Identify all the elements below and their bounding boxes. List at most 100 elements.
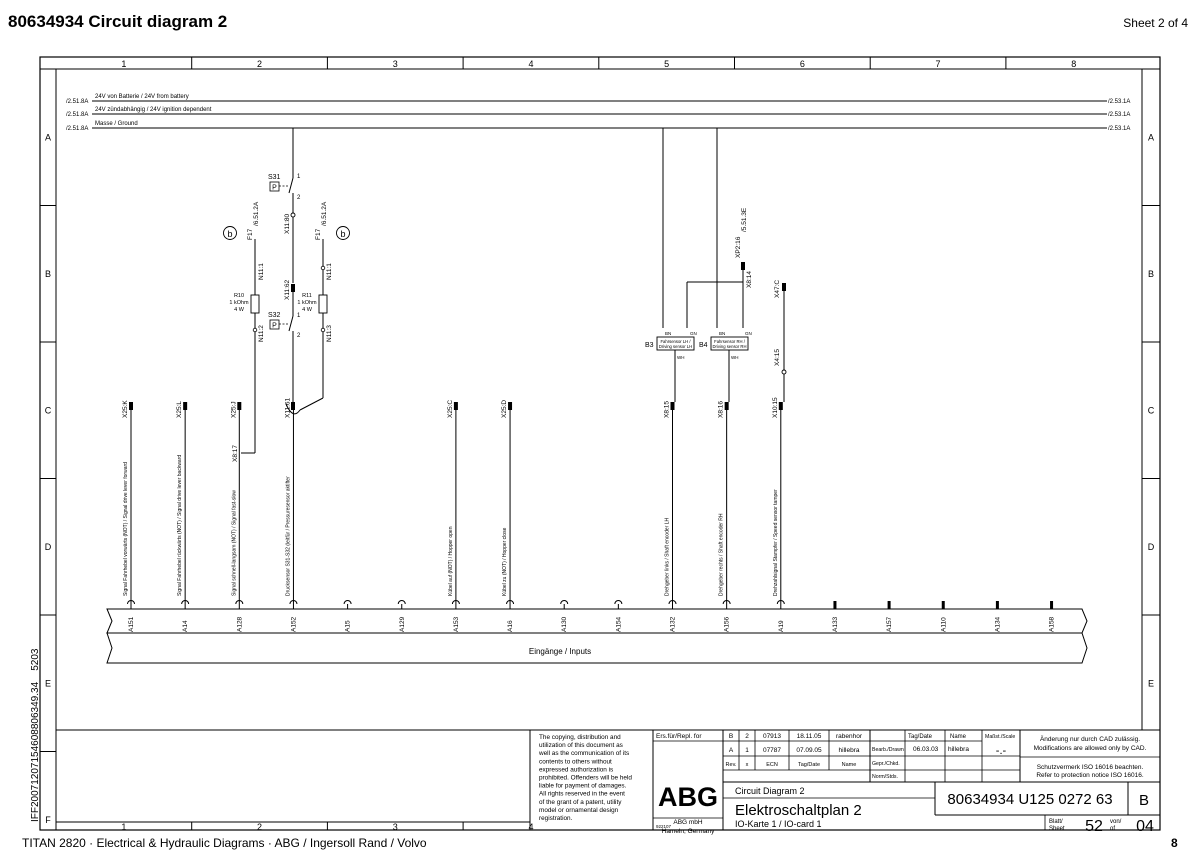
rail-ref-right: /2.53.1A [1108,99,1130,105]
row-label-right-E: E [1148,678,1154,688]
n11-3-terminal [320,327,326,333]
revision-cell: B [729,733,733,740]
signal-connector-label: X25:L [176,401,183,418]
signal-description: Signal Fahrhebel rückwärts (NOT) / Signa… [177,455,183,596]
shaft-encoders: X8:14 XP2:16 /5.51.3E BN GN Fahrsensor L… [645,207,753,402]
b4-wh: WH [731,355,739,360]
copyright-line: contents to others without [539,758,612,765]
signal-connector-plug [183,402,188,410]
copyright-line: model or ornamental design [539,807,619,814]
signal-connector-plug [237,402,242,410]
tb-blatt: Blatt/ [1049,819,1063,825]
row-label-right-A: A [1148,132,1154,142]
x47c-label: X47:C [774,280,781,298]
sheet-indicator: Sheet 2 of 4 [1123,16,1188,30]
tb-gepr: Gepr./Chkd. [872,761,900,767]
column-ticks [40,57,1160,830]
n11-1b-label: N11:1 [326,263,333,280]
signal-description: Drehgeber links / Shaft encoder LH [665,518,671,596]
tb-name-h: Name [950,734,967,740]
b3-name: B3 [645,342,654,349]
inner-frame [55,68,1143,731]
spare-pin [941,601,945,609]
title-block-frame [529,729,1161,831]
s31-pin2: 2 [297,195,301,201]
x1180-label: X11:80 [284,213,291,234]
s32-p-box [269,319,280,330]
spare-pin-arc [343,600,352,605]
b3-label1: Fahrsensor LH / [660,339,691,344]
terminal-label: A129 [399,616,406,632]
tb-title-en: Circuit Diagram 2 [735,786,805,796]
revision-cell: Name [842,762,857,768]
title-block: The copying, distribution andutilization… [529,729,1161,835]
signal-connector-plug [453,402,458,410]
terminal-label: A110 [940,617,947,632]
terminal-label: A154 [615,616,622,632]
signal-A130: A130 [560,600,569,632]
copyright-line: of the grant of a patent, utility [539,799,622,806]
revision-cell: 2 [745,733,749,740]
column-label-2: 2 [257,59,262,69]
signal-connector-plug [778,402,783,410]
column-label-8: 8 [1071,59,1076,69]
spare-pin [995,601,999,609]
signal-connector-label: X8:16 [718,401,725,418]
f17a-label: F17 [247,228,254,240]
resistor-r11 [318,294,328,314]
signal-A157: A157 [886,601,893,632]
tb-title-de: Elektroschaltplan 2 [735,802,862,819]
signal-A133: A133 [832,601,839,632]
b-mark-left [223,226,237,240]
tb-subtitle: IO-Karte 1 / IO-card 1 [735,819,822,829]
tb-company-1: ABG mbH [673,819,703,826]
signal-connector-label: X25:C [447,400,454,418]
terminal-label: A152 [290,616,297,632]
tb-cad-1: Änderung nur durch CAD zulässig. [1040,735,1140,743]
signal-connector-label: X25:D [501,400,508,418]
spare-pin [1050,601,1054,609]
signal-connector-label: X8:15 [664,401,671,418]
s31-contact [288,177,294,194]
b-mark-right-text: b [340,229,345,239]
column-label-1: 1 [121,59,126,69]
signal-A158: A158 [1049,601,1056,632]
x1161-plug [291,402,295,410]
tb-massstab: Maßst./Scale [985,734,1015,740]
spare-pin [887,601,891,609]
s32-contact [288,315,294,332]
revision-cell: 18.11.05 [797,733,822,740]
row-label-left-B: B [45,269,51,279]
rail-ref-right: /2.53.1A [1108,126,1130,132]
footer-page-number: 8 [1171,836,1178,850]
n11-3-label: N11:3 [326,325,333,342]
b3-gn: GN [690,331,697,336]
terminal-label: A134 [994,616,1001,632]
f17b-label: F17 [315,228,322,240]
tb-sheet-no: 52 [1085,818,1103,835]
signal-connector-plug [129,402,133,410]
tb-rev: B [1139,792,1149,809]
spare-pin-arc [560,600,569,605]
revision-cell: A [729,747,734,754]
rail-ref-right: /2.53.1A [1108,112,1130,118]
rail-ref-left: /2.51.8A [66,126,88,132]
tb-bearb-date: 06.03.03 [913,746,939,753]
copyright-notice: The copying, distribution andutilization… [538,734,632,822]
b-mark-left-text: b [227,229,232,239]
signal-connector-label: X11:61 [284,397,291,418]
copyright-line: liable for payment of damages. [539,783,627,790]
signal-A110: A110 [940,601,947,632]
signal-connector-plug [508,402,513,410]
revision-cell: 1 [745,747,749,754]
row-label-left-F: F [45,815,51,825]
revision-cell: ECN [766,762,778,768]
tb-code: 922107 [656,824,672,829]
s31-pin1: 1 [297,174,301,180]
x814-label: X8:14 [746,271,753,288]
